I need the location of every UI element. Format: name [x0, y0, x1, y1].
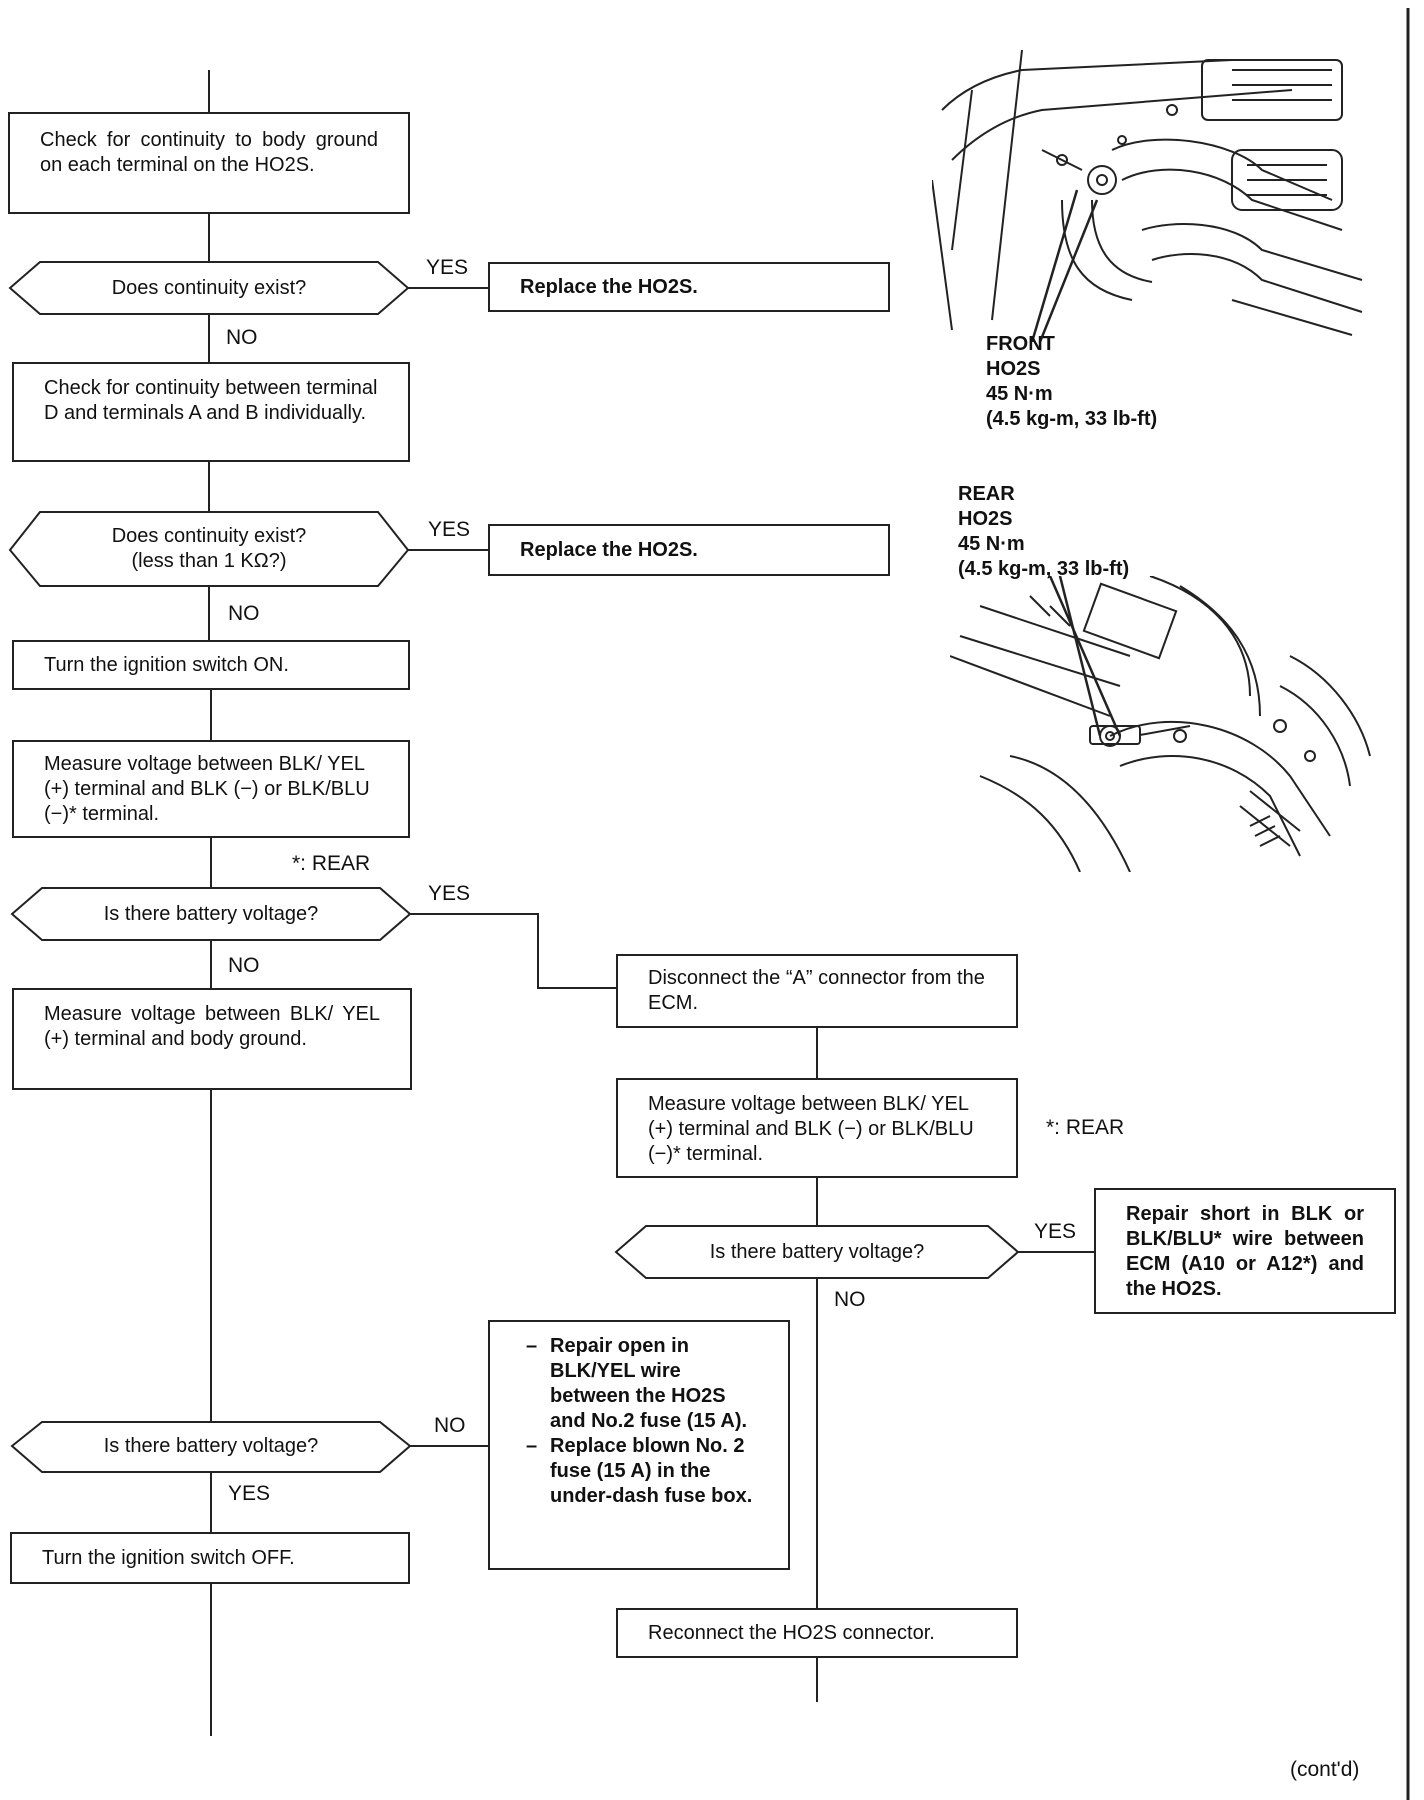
decision-battery-voltage: Is there battery voltage? [42, 888, 380, 940]
check-between-step: Check for continuity between terminal D … [12, 362, 410, 462]
no-label: NO [226, 326, 258, 349]
rear-spec-torque: 45 N·m [958, 533, 1025, 555]
measure-ground-step: Measure voltage between BLK/ YEL (+) ter… [12, 988, 412, 1090]
measure-voltage-text: Measure voltage between BLK/ YEL (+) ter… [44, 753, 370, 825]
front-spec-torque-alt: (4.5 kg-m, 33 lb-ft) [986, 408, 1158, 430]
yes-label: YES [428, 882, 471, 905]
continued-label: (cont'd) [1290, 1758, 1360, 1781]
decision-battery-voltage: Is there battery voltage? [42, 1420, 380, 1472]
yes-label: YES [428, 518, 471, 541]
decision-continuity: Does continuity exist? [40, 262, 378, 314]
decision-text: Is there battery voltage? [103, 902, 319, 925]
replace-ho2s-text: Replace the HO2S. [520, 275, 698, 298]
reconnect-text: Reconnect the HO2S connector. [648, 1621, 935, 1644]
front-spec-title: FRONT [986, 333, 1055, 355]
repair-short-step: Repair short in BLK or BLK/BLU* wire bet… [1094, 1188, 1396, 1314]
replace-ho2s-step: Replace the HO2S. [488, 262, 890, 312]
decision-diamond [614, 1225, 1020, 1279]
decision-subtext: (less than 1 KΩ?) [131, 550, 287, 572]
measure-voltage-step: Measure voltage between BLK/ YEL (+) ter… [12, 740, 410, 838]
ignition-off-step: Turn the ignition switch OFF. [10, 1532, 410, 1584]
check-between-text: Check for continuity between terminal D … [44, 377, 378, 424]
disconnect-ecm-text: Disconnect the “A” connector from the EC… [648, 967, 985, 1014]
measure-voltage-step: Measure voltage between BLK/ YEL (+) ter… [616, 1078, 1018, 1178]
front-spec-torque: 45 N·m [986, 383, 1053, 405]
measure-voltage-text: Measure voltage between BLK/ YEL (+) ter… [648, 1093, 974, 1165]
measure-ground-text: Measure voltage between BLK/ YEL (+) ter… [44, 1003, 380, 1050]
repair-open-step: Repair open in BLK/YEL wire between the … [488, 1320, 790, 1570]
no-label: NO [228, 954, 260, 977]
rear-note: *: REAR [292, 852, 371, 875]
decision-diamond [10, 887, 412, 941]
check-ground-text: Check for continuity to body ground on e… [40, 129, 378, 176]
no-label: NO [434, 1414, 466, 1437]
repair-short-text: Repair short in BLK or BLK/BLU* wire bet… [1126, 1203, 1364, 1300]
disconnect-ecm-step: Disconnect the “A” connector from the EC… [616, 954, 1018, 1028]
rear-ho2s-illustration [950, 576, 1371, 872]
decision-battery-voltage: Is there battery voltage? [646, 1226, 988, 1278]
connector-line [410, 913, 616, 989]
decision-diamond [8, 261, 410, 315]
decision-diamond [10, 1421, 412, 1473]
yes-label: YES [1034, 1220, 1077, 1243]
rear-spec-torque-alt: (4.5 kg-m, 33 lb-ft) [958, 558, 1130, 580]
front-spec-part: HO2S [986, 358, 1041, 380]
ignition-off-text: Turn the ignition switch OFF. [42, 1546, 295, 1569]
replace-ho2s-step: Replace the HO2S. [488, 524, 890, 576]
check-ground-step: Check for continuity to body ground on e… [8, 112, 410, 214]
rear-spec-part: HO2S [958, 508, 1013, 530]
no-label: NO [228, 602, 260, 625]
decision-text: Does continuity exist? [111, 525, 307, 547]
repair-actions-list: Repair open in BLK/YEL wire between the … [520, 1334, 758, 1509]
yes-label: YES [228, 1482, 271, 1505]
front-ho2s-spec: FRONT HO2S 45 N·m (4.5 kg-m, 33 lb-ft) [986, 332, 1157, 432]
front-ho2s-illustration [932, 50, 1363, 342]
ignition-on-step: Turn the ignition switch ON. [12, 640, 410, 690]
decision-text: Is there battery voltage? [709, 1240, 925, 1263]
decision-text: Is there battery voltage? [103, 1434, 319, 1457]
replace-ho2s-text: Replace the HO2S. [520, 538, 698, 561]
rear-spec-title: REAR [958, 483, 1015, 505]
reconnect-step: Reconnect the HO2S connector. [616, 1608, 1018, 1658]
yes-label: YES [426, 256, 469, 279]
replace-fuse-item: Replace blown No. 2 fuse (15 A) in the u… [520, 1434, 758, 1509]
decision-text: Does continuity exist? [111, 276, 307, 299]
no-label: NO [834, 1288, 866, 1311]
decision-diamond [8, 511, 410, 587]
decision-continuity-resistance: Does continuity exist? (less than 1 KΩ?) [40, 512, 378, 586]
ignition-on-text: Turn the ignition switch ON. [44, 653, 289, 676]
repair-open-item: Repair open in BLK/YEL wire between the … [520, 1334, 758, 1434]
rear-ho2s-spec: REAR HO2S 45 N·m (4.5 kg-m, 33 lb-ft) [958, 482, 1129, 582]
rear-note: *: REAR [1046, 1116, 1125, 1139]
